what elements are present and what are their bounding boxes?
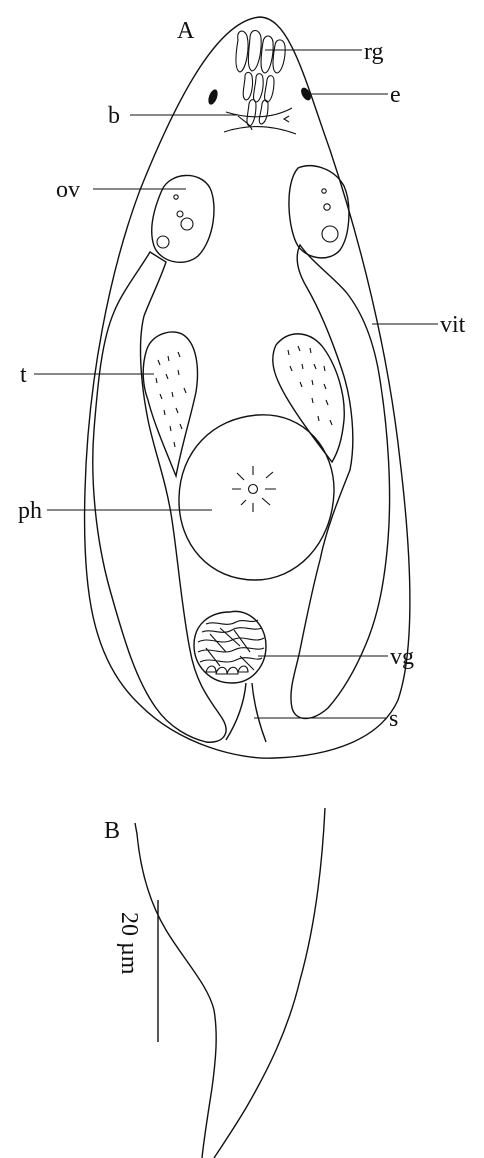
label-t: t xyxy=(20,362,27,388)
ovary-right xyxy=(289,166,349,258)
label-vit: vit xyxy=(440,312,466,338)
vitellarium-right xyxy=(291,245,390,719)
testis-right xyxy=(273,334,344,462)
panel-a-label: A xyxy=(177,18,195,44)
body-outline xyxy=(85,17,410,758)
label-vg: vg xyxy=(390,644,414,670)
leader-lines xyxy=(34,50,438,718)
testis-right-marks xyxy=(288,346,332,425)
vesicula-granulorum xyxy=(194,611,266,683)
label-ph: ph xyxy=(18,498,42,524)
stylet-detail-outer xyxy=(214,808,325,1158)
label-e: e xyxy=(390,82,401,108)
stylet-detail xyxy=(135,823,216,1158)
rhabdite-glands xyxy=(236,31,285,127)
scale-bar-label: 20 µm xyxy=(116,912,142,975)
panel-b: B 20 µm xyxy=(104,808,325,1158)
eye-left xyxy=(207,88,220,106)
label-rg: rg xyxy=(364,39,384,65)
label-ov: ov xyxy=(56,177,80,203)
pharynx xyxy=(179,415,334,580)
label-b: b xyxy=(108,103,120,129)
stylet xyxy=(226,683,266,742)
panel-b-label: B xyxy=(104,818,120,844)
testis-left-marks xyxy=(156,352,186,447)
label-s: s xyxy=(389,706,398,732)
panel-a: A xyxy=(18,17,466,758)
testis-left xyxy=(143,332,197,476)
